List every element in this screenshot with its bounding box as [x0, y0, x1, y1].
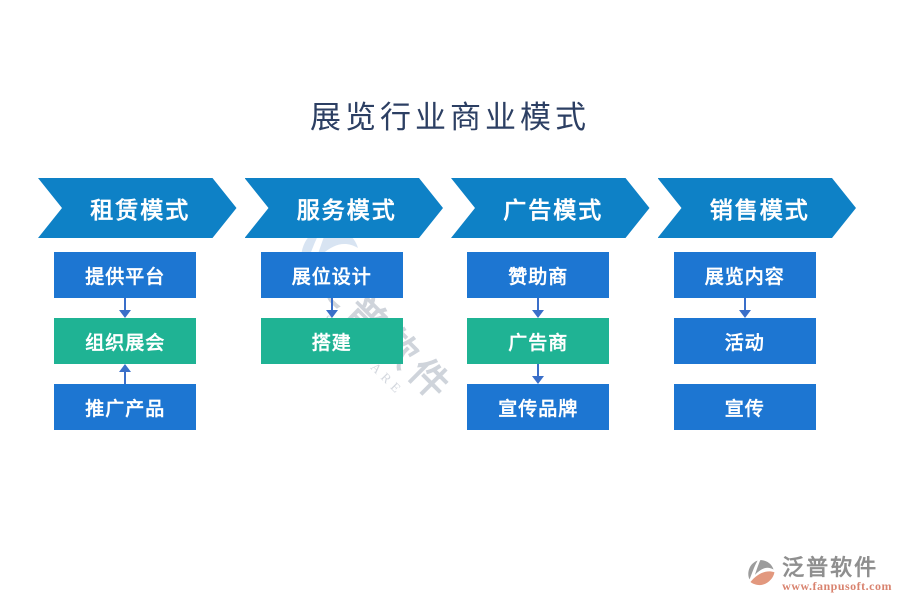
node-box-label: 组织展会 — [85, 332, 166, 354]
stage-header-2: 服务模式 — [245, 178, 444, 238]
footer-brand-text: 泛普软件 www.fanpusoft.com — [782, 556, 892, 594]
flow-arrow-down-icon — [325, 298, 338, 318]
stage-header-1: 租赁模式 — [38, 178, 237, 238]
brand-url: www.fanpusoft.com — [782, 579, 892, 593]
node-box: 宣传 — [673, 384, 816, 430]
stage-header-label: 服务模式 — [296, 198, 397, 223]
node-box-label: 提供平台 — [85, 266, 166, 288]
node-box-label: 活动 — [724, 332, 765, 354]
fanpu-logo-icon — [748, 560, 775, 586]
stage-header-4: 销售模式 — [658, 178, 857, 238]
footer-brand: 泛普软件 www.fanpusoft.com — [746, 556, 892, 594]
flow-arrow-down-icon — [532, 298, 545, 318]
column-4: 展览内容活动宣传 — [658, 252, 857, 430]
node-box-label: 宣传 — [724, 398, 765, 420]
node-box: 展览内容 — [673, 252, 816, 298]
columns: 提供平台组织展会推广产品展位设计搭建赞助商广告商宣传品牌展览内容活动宣传 — [38, 238, 856, 430]
stage-header-label: 广告模式 — [503, 198, 604, 223]
column-1: 提供平台组织展会推广产品 — [38, 252, 237, 430]
brand-name: 泛普软件 — [782, 554, 879, 580]
flow-arrow-up-icon — [119, 364, 132, 384]
flow-arrow-down-icon — [738, 298, 751, 318]
stage-header-label: 租赁模式 — [90, 198, 191, 223]
node-box: 搭建 — [260, 318, 403, 364]
node-box-label: 推广产品 — [85, 398, 166, 420]
column-3: 赞助商广告商宣传品牌 — [451, 252, 650, 430]
node-box-label: 赞助商 — [508, 266, 569, 288]
node-box: 组织展会 — [54, 318, 197, 364]
node-box-label: 搭建 — [311, 332, 352, 354]
node-box: 推广产品 — [54, 384, 197, 430]
stage-header-label: 销售模式 — [709, 198, 810, 223]
node-box-label: 宣传品牌 — [498, 398, 579, 420]
node-box: 赞助商 — [467, 252, 610, 298]
flow-arrow-down-icon — [532, 364, 545, 384]
page-title: 展览行业商业模式 — [310, 100, 590, 135]
node-box-label: 展览内容 — [704, 266, 785, 288]
node-box: 提供平台 — [54, 252, 197, 298]
column-2: 展位设计搭建 — [245, 252, 444, 430]
node-box: 展位设计 — [260, 252, 403, 298]
node-box: 活动 — [673, 318, 816, 364]
stage-header-3: 广告模式 — [451, 178, 650, 238]
node-box-label: 展位设计 — [291, 266, 372, 288]
node-box: 广告商 — [467, 318, 610, 364]
stage-headers: 租赁模式 服务模式 广告模式 销售模式 — [38, 178, 856, 238]
node-box: 宣传品牌 — [467, 384, 610, 430]
node-box-label: 广告商 — [508, 332, 569, 354]
flow-arrow-down-icon — [119, 298, 132, 318]
